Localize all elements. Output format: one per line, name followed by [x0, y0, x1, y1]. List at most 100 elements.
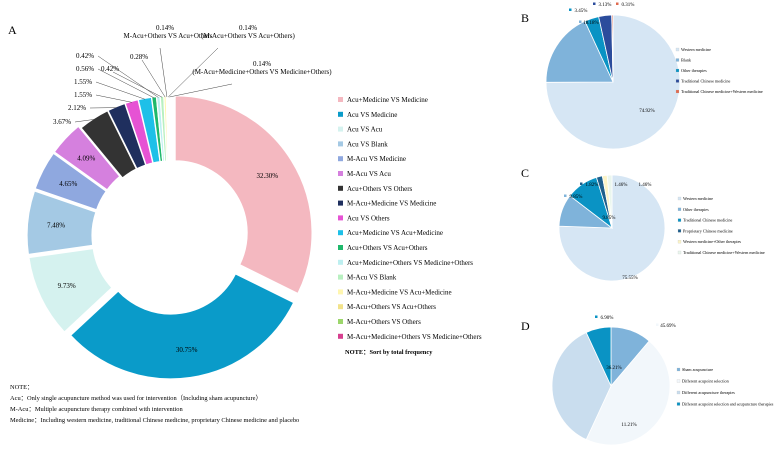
legend-label: Traditional Chinese medicine+Western med… — [683, 250, 765, 255]
panel-letter-b: B — [521, 11, 529, 25]
legend-swatch — [338, 200, 343, 206]
legend-label: M-Acu VS Blank — [347, 274, 397, 282]
leader-line — [97, 55, 159, 98]
slice-marker — [595, 315, 598, 318]
legend-swatch — [675, 79, 680, 83]
callout-value: 0.14% — [253, 60, 271, 68]
slice-marker — [579, 20, 582, 23]
leader-line — [95, 81, 146, 100]
slice-label: 0.28% — [130, 53, 148, 61]
callout-value: 0.14% — [156, 24, 174, 32]
donut-slice — [174, 95, 313, 295]
callout-group-a: 0.14%M-Acu+Others VS Acu+Others0.14%(M-A… — [123, 24, 332, 98]
legend-label: Western medicine — [681, 47, 711, 52]
slice-label: 1.46% — [639, 183, 652, 188]
slice-label: 32.30% — [256, 172, 278, 180]
footnote-block: NOTE： Acu：Only single acupuncture method… — [10, 384, 299, 424]
slice-label: 6.90% — [601, 316, 614, 321]
leader-line — [97, 68, 155, 99]
legend-label: Acu+Medicine VS Medicine — [347, 96, 428, 104]
pie-slice — [585, 340, 671, 446]
legend-label: Blank — [681, 58, 692, 63]
slice-label: 1.82% — [586, 183, 599, 188]
legend-label: M-Acu+Others VS Others — [347, 318, 421, 326]
legend-swatch — [338, 319, 343, 324]
pie-slice — [551, 331, 612, 441]
legend-swatch — [677, 196, 682, 201]
slice-label: 0.42% — [101, 65, 119, 73]
legend-label: Acu VS Blank — [347, 140, 388, 148]
panel-letter-c: C — [521, 166, 529, 180]
pie-slice — [611, 14, 614, 83]
pie-slice — [545, 14, 681, 150]
slice-label: 3.67% — [53, 118, 71, 126]
donut-chart-a: 32.30%30.75%9.73%7.48%4.65%4.09%3.67%2.1… — [26, 52, 313, 380]
legend-label: Different acupuncture therapies — [682, 390, 735, 395]
legend-swatch — [338, 141, 343, 147]
pie-slice — [545, 20, 614, 83]
leader-line — [74, 119, 95, 123]
legend-swatch — [338, 171, 343, 176]
legend-label: M-Acu+Medicine VS Medicine — [347, 200, 436, 208]
pie-chart-b: 74.92%18.18%3.45%3.13%0.31% — [545, 2, 681, 150]
slice-label: 9.85% — [603, 216, 616, 221]
legend-swatch — [338, 156, 343, 162]
footnote-line: Medicine：Including western medicine, tra… — [10, 417, 299, 424]
pie-chart-d: 11.21%45.69%36.21%6.90% — [551, 315, 676, 446]
legend-swatch — [677, 229, 682, 233]
slice-label: 18.18% — [583, 21, 598, 26]
legend-label: Traditional Chinese medicine — [681, 79, 731, 84]
legend-swatch — [338, 333, 343, 339]
callout-category: M-Acu+Others VS Acu+Others — [123, 32, 212, 40]
leader-line — [159, 47, 168, 98]
legend-label: Acu+Medicine VS Acu+Medicine — [347, 229, 443, 237]
legend-swatch — [338, 274, 343, 280]
slice-marker — [580, 182, 583, 185]
legend-swatch — [677, 218, 682, 222]
legend-swatch — [677, 240, 682, 244]
legend-label: Traditional Chinese medicine+Western med… — [681, 89, 763, 94]
slice-label: 0.56% — [76, 65, 94, 73]
slice-label: 9.73% — [58, 282, 76, 290]
legend-swatch — [676, 379, 681, 383]
legend-label: Acu+Medicine+Others VS Medicine+Others — [347, 259, 473, 267]
legend-label: Acu VS Medicine — [347, 111, 397, 119]
donut-slice — [53, 125, 121, 191]
slice-marker — [593, 2, 596, 5]
legend-label: Acu+Others VS Acu+Others — [347, 244, 428, 252]
legend-swatch — [338, 215, 343, 221]
slice-marker — [564, 194, 567, 197]
slice-label: 45.69% — [660, 324, 675, 329]
legend-swatch — [338, 289, 343, 295]
slice-label: 1.55% — [74, 78, 92, 86]
slice-marker — [616, 2, 619, 5]
leader-line — [141, 59, 166, 98]
legend-swatch — [675, 68, 680, 73]
legend-label: M-Acu+Medicine VS Acu+Medicine — [347, 288, 452, 296]
legend-label: Other therapies — [681, 68, 707, 73]
legend-label: M-Acu VS Medicine — [347, 155, 406, 163]
slice-label: 4.65% — [59, 180, 77, 188]
legend-swatch — [338, 97, 343, 102]
legend-swatch — [676, 402, 681, 406]
panel-letter-a: A — [8, 23, 17, 37]
pie-slice — [585, 326, 612, 387]
callout-category: (M-Acu+Others VS Acu+Others) — [201, 32, 295, 40]
legend-label: Different acupoint selection and acupunc… — [682, 402, 774, 407]
callout-category: (M-Acu+Medicine+Others VS Medicine+Other… — [192, 68, 332, 76]
legend-label: Different acupoint selection — [682, 379, 730, 384]
legend-label: Western medicine — [683, 196, 713, 201]
legend-label: M-Acu+Medicine+Others VS Medicine+Others — [347, 333, 482, 341]
slice-label: 0.42% — [76, 52, 94, 60]
slice-label: 11.21% — [621, 423, 636, 428]
slice-label: 74.92% — [639, 109, 654, 114]
slice-label: 30.75% — [176, 346, 198, 354]
slice-marker — [569, 8, 572, 11]
donut-slice — [28, 247, 113, 333]
slice-label: 7.48% — [47, 222, 65, 230]
legend-swatch — [338, 259, 343, 265]
footnote-line: Acu：Only single acupuncture method was u… — [10, 394, 262, 402]
